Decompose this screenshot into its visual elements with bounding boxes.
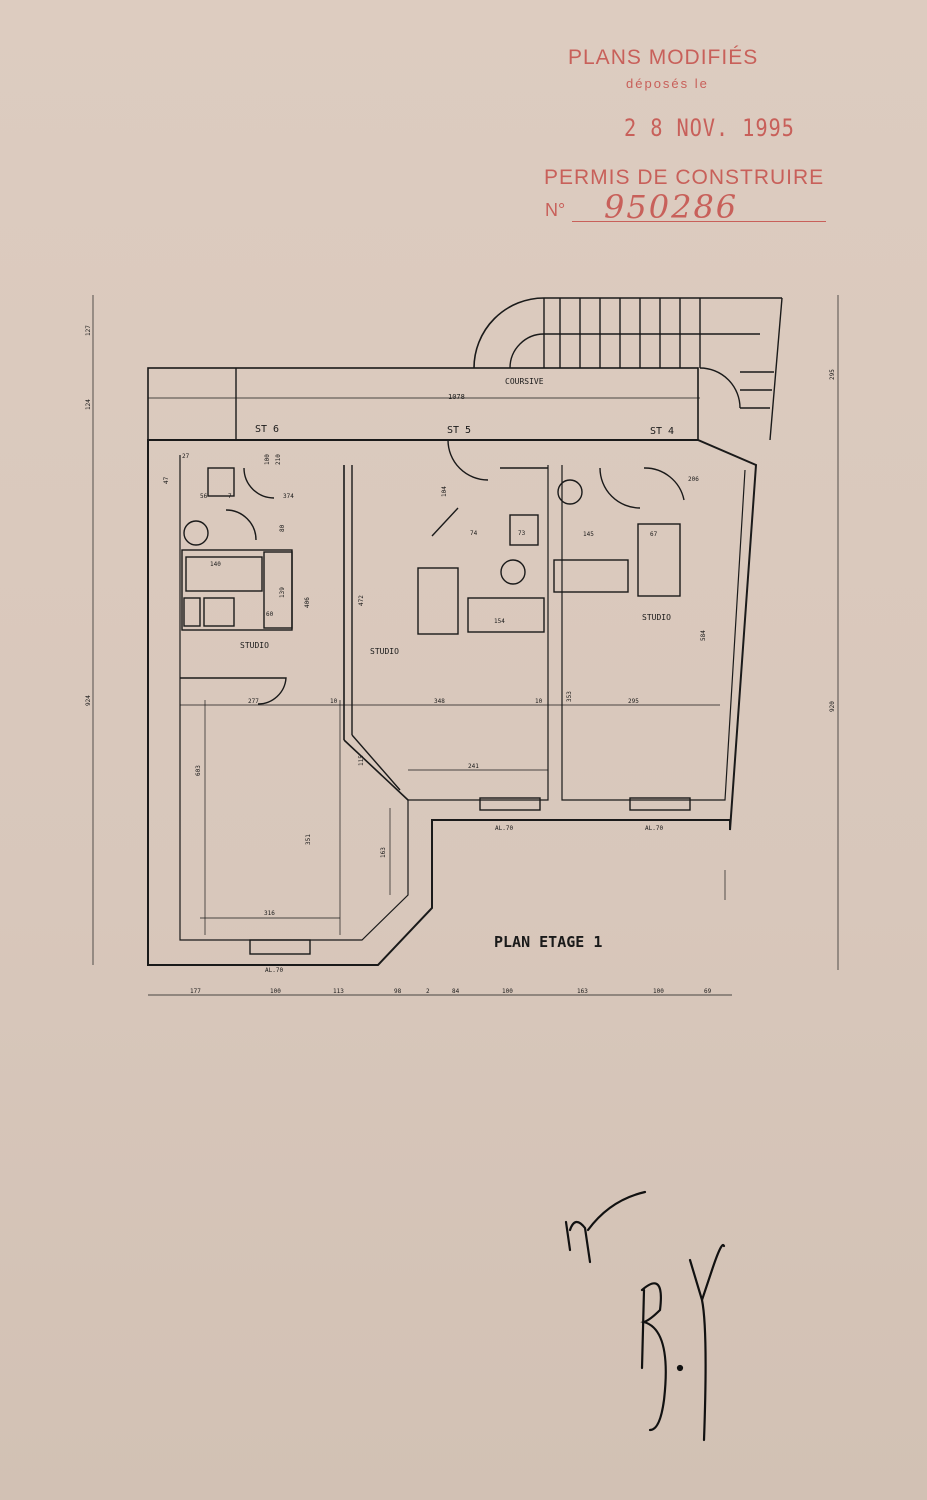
interior-dim: 295 [628,698,639,705]
stamp-number-label: N° [545,200,566,220]
interior-dim: 277 [248,698,259,705]
bottom-dim: 98 [394,988,402,995]
bottom-dim: 69 [704,988,712,995]
window-label-st5: AL.70 [495,825,513,832]
stamp-title: PLANS MODIFIÉS [568,46,759,69]
interior-dim: 206 [688,476,699,483]
left-dim-924: 924 [85,695,92,706]
unit-st5-label: ST 5 [447,425,471,436]
overall-width-dim: 1078 [448,393,465,401]
plan-title: PLAN ETAGE 1 [494,933,602,951]
coursive-band [147,367,699,441]
studio-label-st6: STUDIO [240,641,269,650]
interior-dim: 47 [163,476,170,484]
bottom-dim: 113 [333,988,344,995]
interior-dim: 145 [583,531,594,538]
interior-dim: 353 [566,691,573,702]
interior-dim: 140 [210,561,221,568]
staircase-outline [473,297,782,369]
stamp-permis-label: PERMIS DE CONSTRUIRE [544,166,825,189]
interior-dim: 374 [283,493,294,500]
right-dim-920: 920 [829,701,836,712]
interior-dim: 80 [279,524,286,532]
right-dim-295: 295 [829,369,836,380]
interior-dim: 74 [470,530,478,537]
window-label-st4: AL.70 [645,825,663,832]
interior-dim: 115 [358,755,365,766]
interior-dim: 316 [264,910,275,917]
interior-dim: 351 [305,834,312,845]
interior-dim: 472 [358,595,365,606]
interior-dim: 100 [264,454,271,465]
interior-dim: 56 [200,493,208,500]
outer-walls [147,439,758,966]
stamp-permit-number: 950286 [604,188,739,226]
studio-label-st4: STUDIO [642,613,671,622]
interior-dim: 10 [330,698,338,705]
interior-dim: 163 [380,847,387,858]
interior-dim: 73 [518,530,526,537]
unit-st4-label: ST 4 [650,426,674,437]
interior-dim: 10 [535,698,543,705]
interior-dim: 139 [279,587,286,598]
bottom-dim: 84 [452,988,460,995]
interior-dim: 154 [494,618,505,625]
coursive-label: COURSIVE [505,377,544,386]
studio-label-st5: STUDIO [370,647,399,656]
bottom-dim: 100 [270,988,281,995]
interior-dim: 67 [650,531,658,538]
bottom-dim: 100 [653,988,664,995]
stamp-subtitle: déposés le [626,76,709,91]
interior-dim: 241 [468,763,479,770]
stamp-date: 2 8 NOV. 1995 [624,114,795,142]
unit-st6-label: ST 6 [255,424,279,435]
bottom-dim: 100 [502,988,513,995]
interior-dim: 27 [182,453,190,460]
interior-dim: 210 [275,454,282,465]
bottom-dim: 177 [190,988,201,995]
interior-dim: 603 [195,765,202,776]
interior-dim: 60 [266,611,274,618]
interior-dim: 7 [228,493,232,500]
interior-dim: 406 [304,597,311,608]
signature [564,1190,726,1442]
interior-dim: 348 [434,698,445,705]
interior-dim: 584 [700,630,707,641]
left-dim-124: 124 [85,399,92,410]
bottom-dim: 2 [426,988,430,995]
bottom-dim: 163 [577,988,588,995]
stamp-underline [572,221,826,222]
left-dim-127: 127 [85,325,92,336]
window-label-st6: AL.70 [265,967,283,974]
interior-dim: 104 [441,486,448,497]
